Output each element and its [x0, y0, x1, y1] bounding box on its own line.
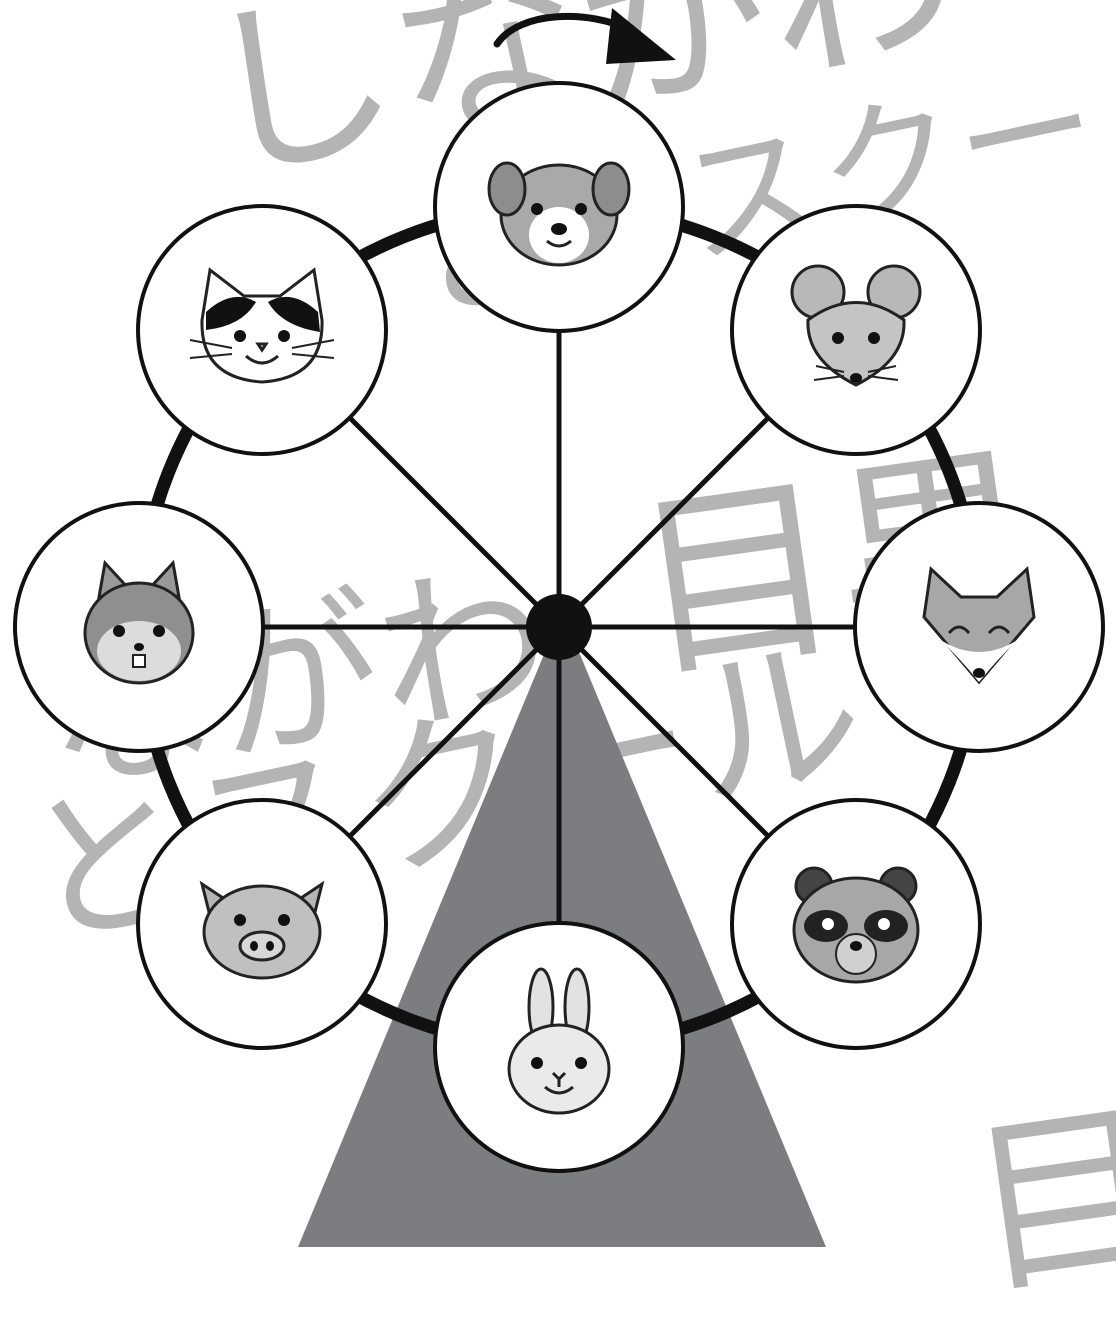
ferris-wheel-diagram: しながわ・目 とクスクー 目黒 ながわ とスクール 目 — [0, 0, 1116, 1247]
gondola-dog — [435, 83, 683, 331]
gondola-fox — [855, 503, 1103, 751]
gondola-pig — [138, 800, 386, 1048]
gondola-mouse — [732, 206, 980, 454]
gondola-rabbit — [435, 923, 683, 1171]
gondola-raccoon-dog — [732, 800, 980, 1048]
ferris-wheel-drawing — [0, 0, 1116, 1247]
gondola-squirrel — [15, 503, 263, 751]
raccoon-dog-icon — [794, 868, 918, 982]
pig-icon — [202, 884, 322, 978]
wheel-hub — [526, 594, 592, 660]
gondola-cat — [138, 206, 386, 454]
rotation-arrow-icon — [497, 8, 676, 64]
